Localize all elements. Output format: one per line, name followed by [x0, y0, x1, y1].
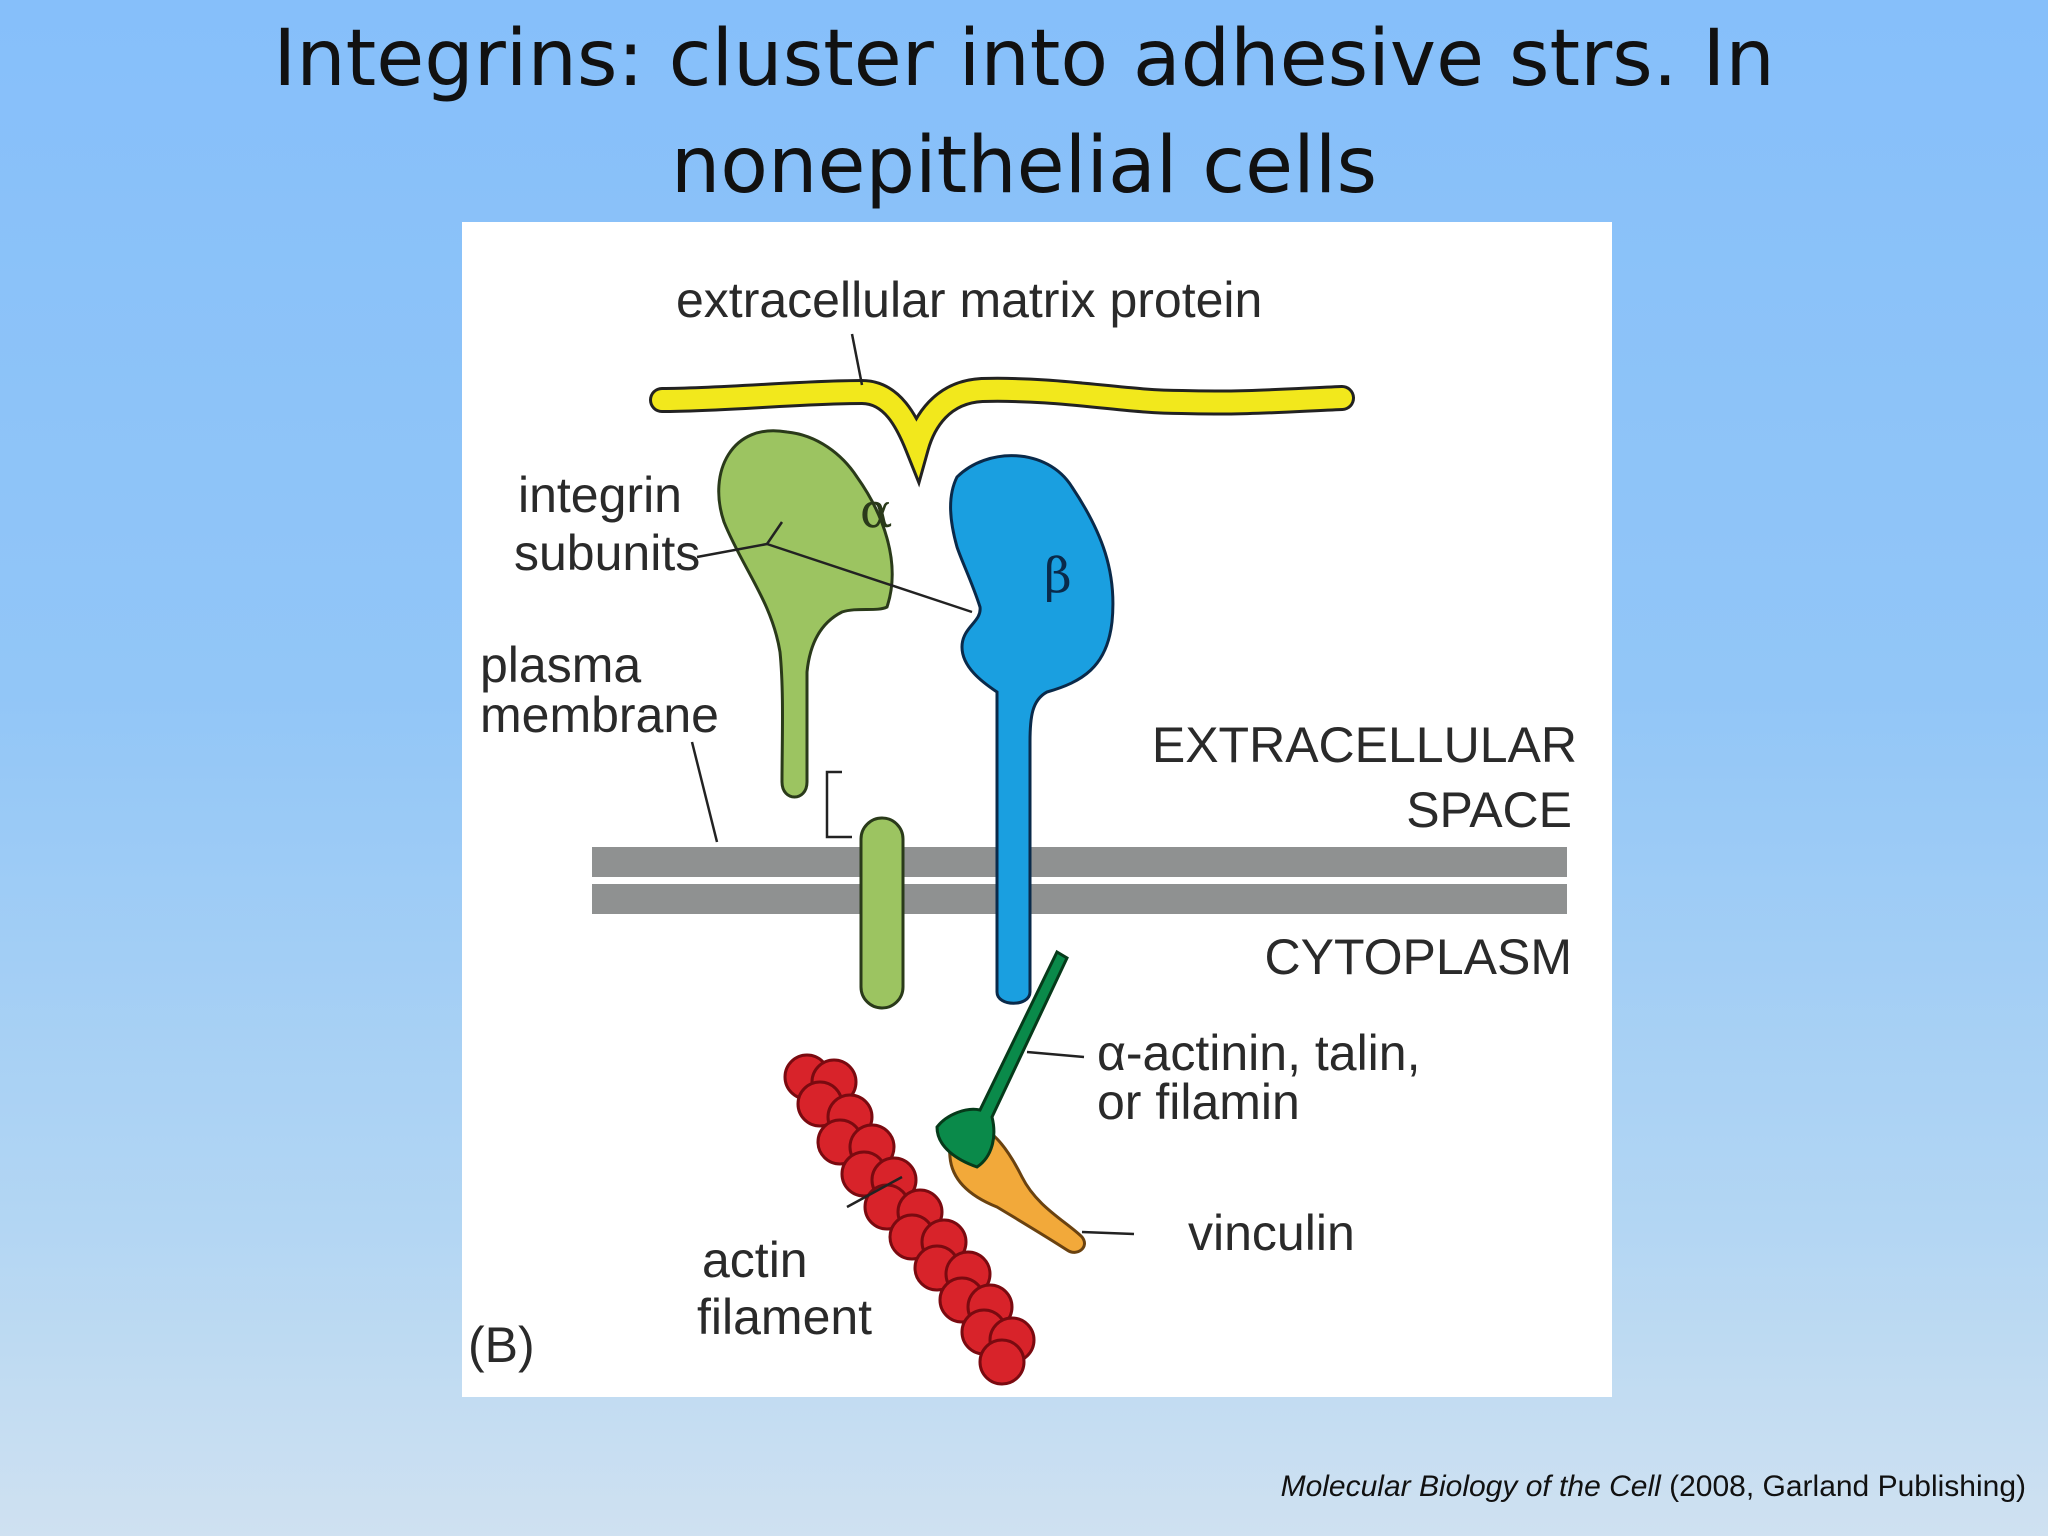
integrin-diagram-svg: α β extracellular matrix protein integri…	[468, 272, 1577, 1386]
label-actinin-line1: α-actinin, talin,	[1097, 1025, 1421, 1081]
label-extracellular-line1: EXTRACELLULAR	[1152, 717, 1577, 773]
label-vinculin: vinculin	[1188, 1205, 1355, 1261]
label-plasma-line2: membrane	[480, 687, 719, 743]
leader-lines	[690, 333, 1135, 1236]
title-line-2: nonepithelial cells	[670, 121, 1378, 211]
label-actin-line1: actin	[702, 1232, 808, 1288]
ecm-protein-fill	[652, 379, 1352, 479]
membrane-inner-layer	[592, 884, 1567, 914]
alpha-subunit-upper	[717, 429, 894, 799]
label-actinin-line2: or filamin	[1097, 1074, 1300, 1130]
label-panel: (B)	[468, 1317, 535, 1373]
citation-book: Molecular Biology of the Cell	[1280, 1470, 1661, 1503]
title-line-1: Integrins: cluster into adhesive strs. I…	[273, 14, 1775, 104]
citation: Molecular Biology of the Cell (2008, Gar…	[1281, 1470, 2026, 1504]
label-ecm-protein: extracellular matrix protein	[676, 272, 1262, 328]
alpha-symbol: α	[860, 483, 892, 539]
label-extracellular-line2: SPACE	[1406, 782, 1572, 838]
actinin-talin-filamin	[935, 949, 1069, 1169]
alpha-subunit-lower	[859, 816, 905, 1010]
label-plasma-line1: plasma	[480, 637, 641, 693]
label-integrin-line1: integrin	[518, 467, 682, 523]
label-cytoplasm: CYTOPLASM	[1265, 929, 1573, 985]
citation-details: (2008, Garland Publishing)	[1660, 1470, 2026, 1503]
membrane-outer-layer	[592, 847, 1567, 877]
label-actin-line2: filament	[697, 1289, 872, 1345]
integrin-diagram: α β extracellular matrix protein integri…	[462, 222, 1612, 1397]
beta-symbol: β	[1044, 548, 1072, 604]
slide-title: Integrins: cluster into adhesive strs. I…	[0, 6, 2048, 220]
actin-filament	[783, 1053, 1036, 1386]
label-integrin-line2: subunits	[514, 525, 700, 581]
beta-subunit	[949, 454, 1115, 1005]
